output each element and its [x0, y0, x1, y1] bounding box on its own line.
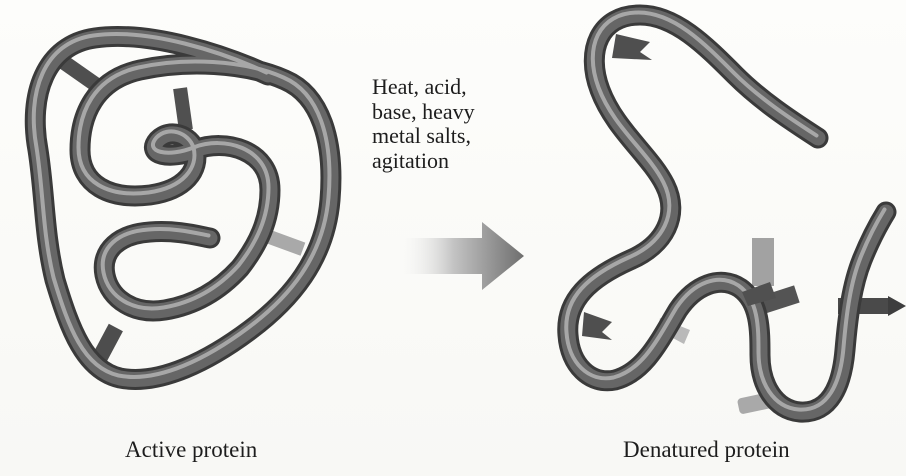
- bond-fragment-top: [612, 34, 652, 60]
- denaturation-arrow: [395, 222, 524, 290]
- active-bond-right: [267, 230, 306, 255]
- bond-fragment-lower-left: [582, 312, 612, 340]
- active-protein: [34, 34, 331, 379]
- arrow-shape: [395, 222, 524, 290]
- denatured-protein-label: Denatured protein: [623, 437, 790, 463]
- active-protein-label: Active protein: [125, 437, 257, 463]
- denatured-protein: [566, 13, 906, 415]
- bond-fragment-center-upright: [752, 238, 774, 286]
- bond-fragment-right-tip: [888, 296, 906, 316]
- denatured-strand-body: [568, 15, 886, 412]
- denaturing-conditions-text: Heat, acid, base, heavy metal salts, agi…: [372, 75, 542, 173]
